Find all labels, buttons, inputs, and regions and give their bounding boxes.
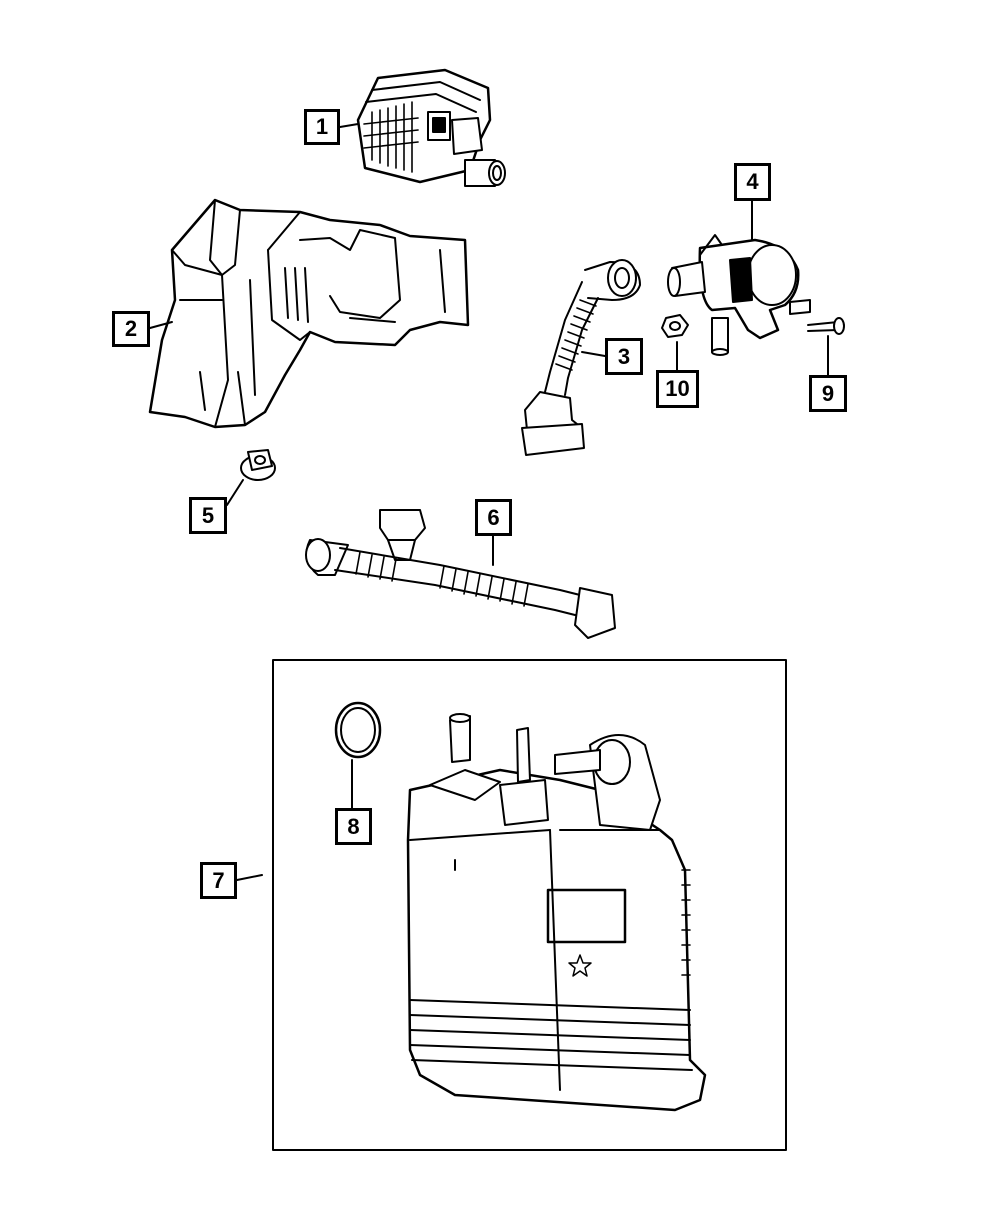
part-1-purge-solenoid [356,68,506,187]
part-8-o-ring [334,701,382,759]
part-6-vapor-tube [305,509,616,639]
part-4-leak-detection-pump [667,234,811,356]
callout-8[interactable]: 8 [335,808,372,845]
callout-1[interactable]: 1 [304,109,340,145]
leader-5 [226,479,244,506]
part-2-canister-shield [148,198,470,429]
part-10-nut [661,314,689,338]
part-9-bolt [807,317,845,335]
callout-5[interactable]: 5 [189,497,227,534]
leader-2 [149,321,173,329]
leader-1 [339,123,359,128]
leader-lines [149,123,829,881]
callout-3[interactable]: 3 [605,338,643,375]
canister-detail-frame [272,659,787,1151]
callout-7[interactable]: 7 [200,862,237,899]
part-3-vapor-hose [521,259,641,456]
part-7-vapor-canister [406,713,707,1112]
part-5-nut [240,449,276,481]
callout-4[interactable]: 4 [734,163,771,201]
callout-2[interactable]: 2 [112,311,150,347]
leader-3 [581,351,606,357]
callout-10[interactable]: 10 [656,370,699,408]
callout-9[interactable]: 9 [809,375,847,412]
callout-6[interactable]: 6 [475,499,512,536]
leader-7 [236,874,263,881]
